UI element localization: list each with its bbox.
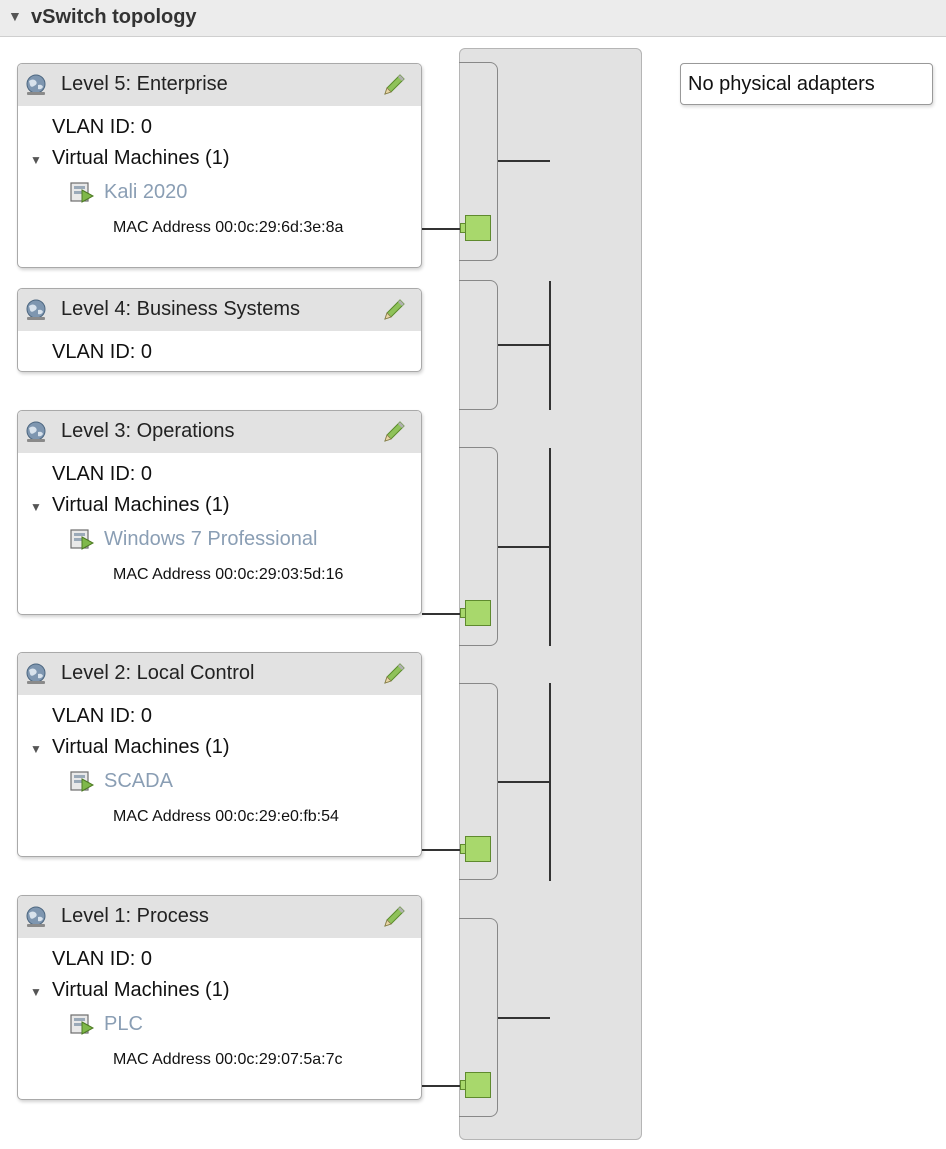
network-globe-icon: [24, 298, 48, 322]
port-group-bracket: [459, 918, 498, 1117]
vm-connector-line: [422, 228, 460, 230]
vm-link[interactable]: PLC: [104, 1013, 143, 1035]
edit-pencil-icon[interactable]: [381, 661, 407, 687]
vm-port-icon[interactable]: [460, 836, 491, 862]
vm-port-icon[interactable]: [460, 600, 491, 626]
edit-pencil-icon[interactable]: [381, 904, 407, 930]
port-group-header[interactable]: Level 5: Enterprise: [18, 64, 421, 106]
port-group-bracket: [459, 280, 498, 410]
vm-connector-line: [422, 849, 460, 851]
port-group-card[interactable]: Level 1: Process VLAN ID: 0 ▼ Virtual Ma…: [17, 895, 422, 1100]
collapse-chevron-icon[interactable]: ▼: [8, 8, 22, 24]
physical-adapters-box[interactable]: No physical adapters: [680, 63, 933, 105]
port-group-bracket: [459, 447, 498, 646]
port-group-header[interactable]: Level 1: Process: [18, 896, 421, 938]
network-globe-icon: [24, 73, 48, 97]
network-globe-icon: [24, 905, 48, 929]
uplink-stub: [498, 781, 550, 783]
network-globe-icon: [24, 662, 48, 686]
vm-port-icon[interactable]: [460, 1072, 491, 1098]
port-group-title: Level 5: Enterprise: [61, 73, 228, 95]
mac-address: MAC Address 00:0c:29:07:5a:7c: [113, 1051, 343, 1068]
uplink-stub: [498, 1017, 550, 1019]
vlan-id: VLAN ID: 0: [52, 341, 153, 363]
port-group-card[interactable]: Level 3: Operations VLAN ID: 0 ▼ Virtual…: [17, 410, 422, 615]
vlan-id: VLAN ID: 0: [52, 705, 153, 727]
vm-list-header[interactable]: Virtual Machines (1): [52, 147, 230, 169]
vm-list-toggle-icon[interactable]: ▼: [30, 985, 42, 999]
virtual-machine-icon: [69, 769, 95, 793]
vm-link[interactable]: Kali 2020: [104, 181, 188, 203]
port-group-title: Level 3: Operations: [61, 420, 235, 442]
vm-connector-line: [422, 613, 460, 615]
uplink-line: [549, 281, 551, 410]
uplink-line: [549, 683, 551, 881]
mac-address: MAC Address 00:0c:29:6d:3e:8a: [113, 219, 344, 236]
port-group-card[interactable]: Level 5: Enterprise VLAN ID: 0 ▼ Virtual…: [17, 63, 422, 268]
edit-pencil-icon[interactable]: [381, 419, 407, 445]
vm-list-toggle-icon[interactable]: ▼: [30, 500, 42, 514]
port-group-title: Level 1: Process: [61, 905, 209, 927]
edit-pencil-icon[interactable]: [381, 72, 407, 98]
vlan-id: VLAN ID: 0: [52, 463, 153, 485]
vm-list-header[interactable]: Virtual Machines (1): [52, 494, 230, 516]
port-group-title: Level 4: Business Systems: [61, 298, 300, 320]
port-group-bracket: [459, 62, 498, 261]
vm-list-toggle-icon[interactable]: ▼: [30, 153, 42, 167]
port-group-bracket: [459, 683, 498, 880]
port-group-header[interactable]: Level 4: Business Systems: [18, 289, 421, 331]
vm-list-header[interactable]: Virtual Machines (1): [52, 979, 230, 1001]
mac-address: MAC Address 00:0c:29:03:5d:16: [113, 566, 344, 583]
mac-address: MAC Address 00:0c:29:e0:fb:54: [113, 808, 339, 825]
port-group-header[interactable]: Level 2: Local Control: [18, 653, 421, 695]
virtual-machine-icon: [69, 1012, 95, 1036]
port-group-header[interactable]: Level 3: Operations: [18, 411, 421, 453]
vlan-id: VLAN ID: 0: [52, 116, 153, 138]
vm-list-header[interactable]: Virtual Machines (1): [52, 736, 230, 758]
vm-link[interactable]: Windows 7 Professional: [104, 528, 318, 550]
section-header[interactable]: ▼ vSwitch topology: [0, 0, 946, 37]
section-title: vSwitch topology: [31, 6, 197, 28]
vm-link[interactable]: SCADA: [104, 770, 173, 792]
port-group-card[interactable]: Level 2: Local Control VLAN ID: 0 ▼ Virt…: [17, 652, 422, 857]
vlan-id: VLAN ID: 0: [52, 948, 153, 970]
port-group-card[interactable]: Level 4: Business Systems VLAN ID: 0: [17, 288, 422, 372]
uplink-stub: [498, 546, 550, 548]
vm-connector-line: [422, 1085, 460, 1087]
vm-port-icon[interactable]: [460, 215, 491, 241]
uplink-stub: [498, 344, 550, 346]
virtual-machine-icon: [69, 180, 95, 204]
uplink-stub: [498, 160, 550, 162]
port-group-title: Level 2: Local Control: [61, 662, 255, 684]
virtual-machine-icon: [69, 527, 95, 551]
edit-pencil-icon[interactable]: [381, 297, 407, 323]
physical-adapters-label: No physical adapters: [688, 73, 875, 95]
uplink-line: [549, 448, 551, 646]
vm-list-toggle-icon[interactable]: ▼: [30, 742, 42, 756]
network-globe-icon: [24, 420, 48, 444]
